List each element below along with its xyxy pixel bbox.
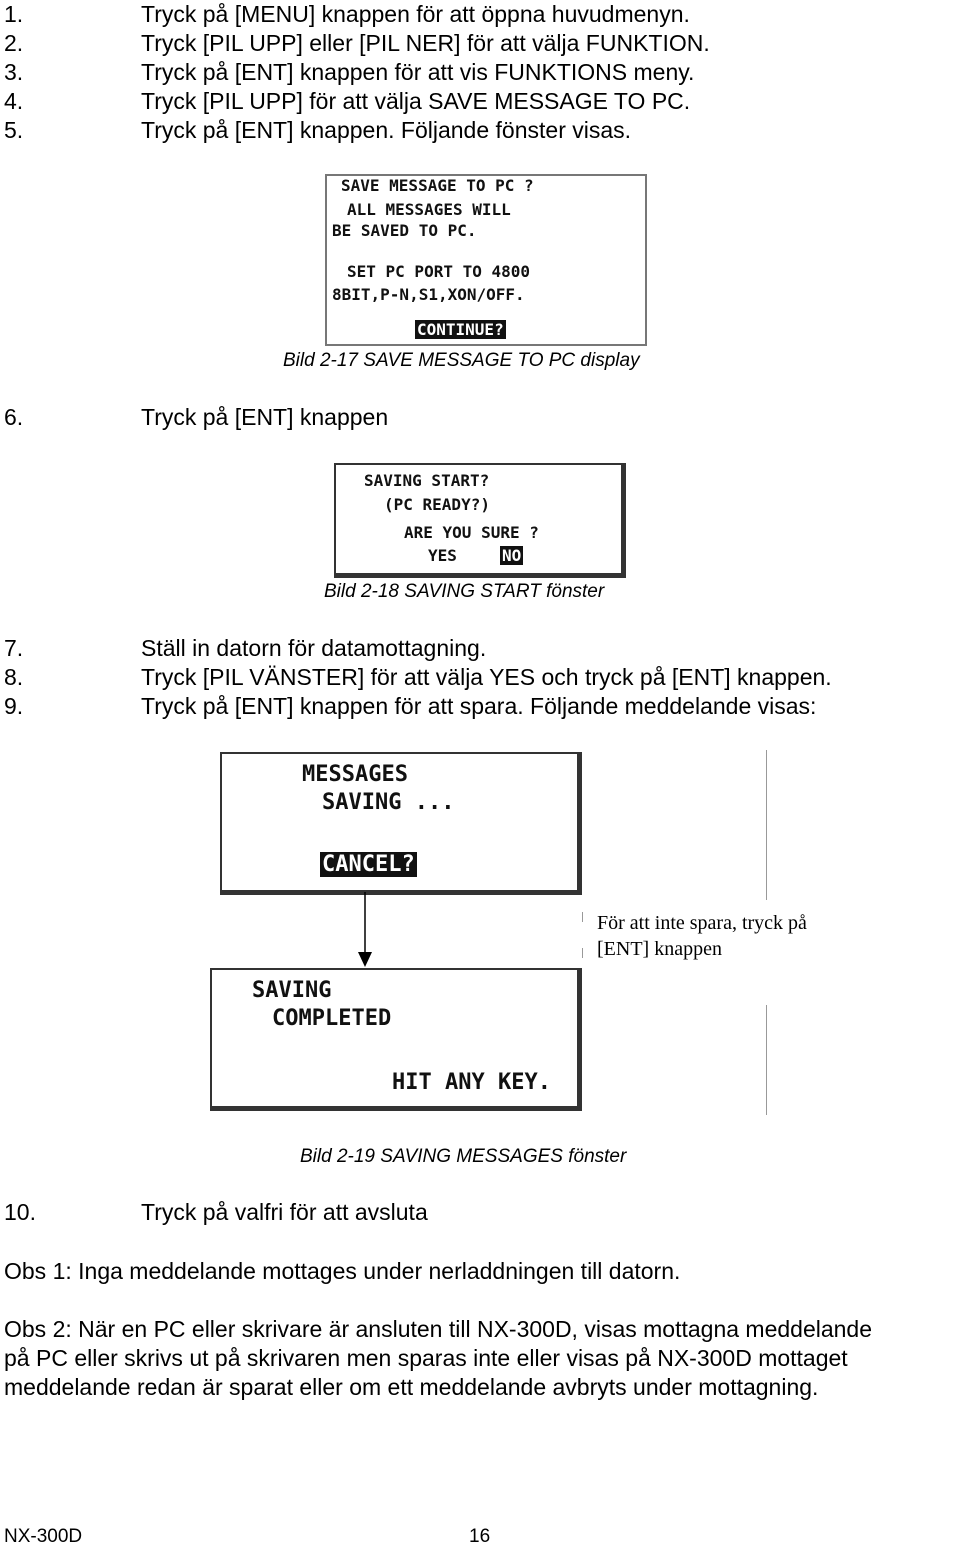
display-line: SAVING ... (322, 790, 455, 815)
page-number: 16 (469, 1526, 491, 1547)
display-line: SET PC PORT TO 4800 (347, 262, 531, 281)
display-line: (PC READY?) (384, 495, 490, 514)
note-line: [ENT] knappen (597, 938, 722, 960)
step-2: 2. Tryck [PIL UPP] eller [PIL NER] för a… (0, 29, 960, 58)
figure-caption: Bild 2-19 SAVING MESSAGES fönster (300, 1146, 627, 1167)
step-7: 7. Ställ in datorn för datamottagning. (0, 634, 960, 663)
step-text: Ställ in datorn för datamottagning. (141, 635, 487, 661)
obs-line: meddelande redan är sparat eller om ett … (4, 1374, 819, 1400)
step-text: Tryck på [ENT] knappen (141, 404, 389, 430)
step-5: 5. Tryck på [ENT] knappen. Följande föns… (0, 116, 960, 145)
hit-any-key-text: HIT ANY KEY. (392, 1070, 551, 1095)
step-number: 6. (4, 404, 24, 430)
step-text: Tryck på [MENU] knappen för att öppna hu… (141, 1, 690, 27)
no-option: NO (500, 546, 524, 565)
step-text: Tryck [PIL UPP] för att välja SAVE MESSA… (141, 88, 691, 114)
step-text: Tryck [PIL UPP] eller [PIL NER] för att … (141, 30, 710, 56)
step-number: 2. (4, 30, 24, 56)
step-text: Tryck på [ENT] knappen för att vis FUNKT… (141, 59, 695, 85)
step-number: 1. (4, 1, 24, 27)
divider-tick (582, 948, 583, 958)
step-text: Tryck på [ENT] knappen. Följande fönster… (141, 117, 632, 143)
step-9: 9. Tryck på [ENT] knappen för att spara.… (0, 692, 960, 721)
cancel-note: För att inte spara, tryck på [ENT] knapp… (597, 910, 807, 962)
arrow-down-icon (356, 892, 374, 968)
cancel-button: CANCEL? (320, 852, 417, 877)
saving-start-display: SAVING START? (PC READY?) ARE YOU SURE ?… (334, 463, 626, 578)
saving-completed-display: SAVING COMPLETED HIT ANY KEY. (210, 968, 582, 1111)
obs-line: Obs 2: När en PC eller skrivare är anslu… (4, 1316, 873, 1342)
step-text: Tryck [PIL VÄNSTER] för att välja YES oc… (141, 664, 832, 690)
note-line: För att inte spara, tryck på (597, 912, 807, 934)
display-line: SAVING START? (364, 471, 490, 490)
note-obs-1: Obs 1: Inga meddelande mottages under ne… (4, 1258, 681, 1284)
save-message-display: SAVE MESSAGE TO PC ? ALL MESSAGES WILL B… (325, 174, 647, 346)
divider-line (766, 1005, 767, 1115)
step-text: Tryck på [ENT] knappen för att spara. Fö… (141, 693, 817, 719)
display-line: BE SAVED TO PC. (332, 221, 477, 240)
display-line: ARE YOU SURE ? (404, 523, 539, 542)
display-line: COMPLETED (272, 1006, 392, 1031)
step-number: 9. (4, 693, 24, 719)
step-6: 6. Tryck på [ENT] knappen (0, 403, 960, 432)
display-line: MESSAGES (302, 762, 408, 787)
divider-tick (582, 912, 583, 922)
step-number: 4. (4, 88, 24, 114)
note-obs-2: Obs 2: När en PC eller skrivare är anslu… (4, 1315, 960, 1402)
step-4: 4. Tryck [PIL UPP] för att välja SAVE ME… (0, 87, 960, 116)
obs-line: på PC eller skrivs ut på skrivaren men s… (4, 1345, 848, 1371)
step-number: 10. (4, 1199, 36, 1225)
footer-model: NX-300D (4, 1526, 83, 1547)
continue-button: CONTINUE? (415, 320, 506, 339)
figure-caption: Bild 2-17 SAVE MESSAGE TO PC display (283, 350, 640, 371)
display-line: ALL MESSAGES WILL (347, 200, 511, 219)
divider-line (766, 750, 767, 900)
display-line: SAVE MESSAGE TO PC ? (341, 176, 534, 195)
messages-saving-display: MESSAGES SAVING ... CANCEL? (220, 752, 582, 895)
step-8: 8. Tryck [PIL VÄNSTER] för att välja YES… (0, 663, 960, 692)
step-number: 3. (4, 59, 24, 85)
step-number: 7. (4, 635, 24, 661)
figure-caption: Bild 2-18 SAVING START fönster (324, 581, 605, 602)
step-1: 1. Tryck på [MENU] knappen för att öppna… (0, 0, 960, 29)
display-line: SAVING (252, 978, 332, 1003)
step-number: 8. (4, 664, 24, 690)
display-line: 8BIT,P-N,S1,XON/OFF. (332, 285, 525, 304)
step-number: 5. (4, 117, 24, 143)
yes-option: YES (428, 546, 457, 565)
step-10: 10. Tryck på valfri för att avsluta (0, 1198, 960, 1227)
step-text: Tryck på valfri för att avsluta (141, 1199, 428, 1225)
step-3: 3. Tryck på [ENT] knappen för att vis FU… (0, 58, 960, 87)
